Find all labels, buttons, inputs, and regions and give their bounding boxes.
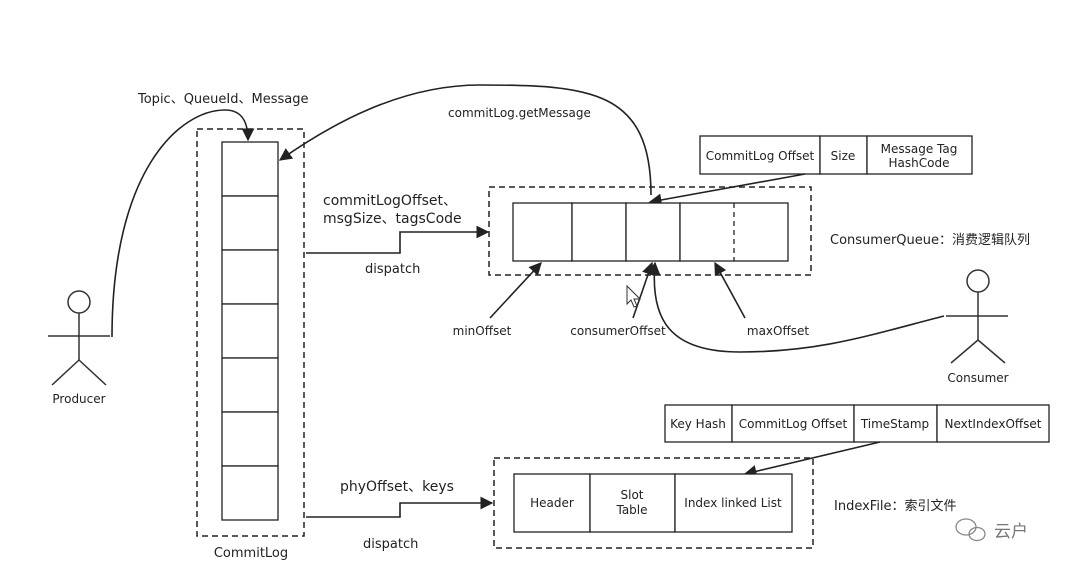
dispatch-cq-label: dispatch — [365, 262, 420, 277]
commitlog-dashed-box — [196, 128, 305, 537]
indexfile-dashed-box — [493, 457, 814, 549]
dispatch-cq-line2: msgSize、tagsCode — [323, 211, 462, 227]
index-entry-field3: TimeStamp — [860, 417, 929, 431]
dispatch-index-dispatch: dispatch — [363, 537, 418, 552]
producer-to-commitlog-arrow — [111, 109, 255, 338]
indexfile-slot-line2: Table — [615, 503, 647, 517]
producer-label: Producer — [52, 392, 105, 406]
index-entry-field4: NextIndexOffset — [944, 417, 1041, 431]
wechat-icon — [955, 518, 986, 542]
commitlog-label: CommitLog — [214, 546, 288, 561]
index-entry-field2: CommitLog Offset — [739, 417, 848, 431]
index-entry-format — [664, 404, 1050, 443]
commitlog-stack — [221, 141, 279, 521]
min-offset-arrow — [489, 262, 542, 319]
watermark-text: 云户 — [994, 522, 1028, 542]
min-offset-label: minOffset — [453, 324, 512, 338]
cq-entry-field3-line2: HashCode — [889, 156, 950, 170]
dispatch-index-label: phyOffset、keys — [340, 479, 454, 495]
get-message-label: commitLog.getMessage — [448, 106, 591, 120]
indexfile-label: IndexFile：索引文件 — [834, 499, 957, 514]
consumer-label: Consumer — [947, 371, 1008, 385]
consumer-figure — [946, 269, 1008, 364]
max-offset-arrow — [714, 261, 746, 319]
cq-entry-field2: Size — [831, 149, 856, 163]
dispatch-indexfile-arrow — [306, 496, 494, 518]
dispatch-cq-line1: commitLogOffset、 — [323, 193, 457, 209]
indexfile-cells — [513, 473, 793, 533]
consumer-offset-label: consumerOffset — [570, 324, 666, 338]
indexfile-linked-list: Index linked List — [684, 496, 782, 510]
consumer-pull-arrow — [647, 261, 945, 353]
cq-entry-field3-line1: Message Tag — [881, 142, 958, 156]
indexfile-slot-line1: Slot — [621, 488, 644, 502]
cq-entry-format — [699, 135, 973, 175]
consumequeue-label: ConsumerQueue：消费逻辑队列 — [830, 233, 1030, 248]
index-entry-field1: Key Hash — [670, 417, 726, 431]
consumer-offset-arrow — [632, 261, 655, 319]
index-entry-arrow — [743, 441, 881, 478]
producer-flow-label: Topic、QueueId、Message — [137, 92, 308, 107]
max-offset-label: maxOffset — [747, 324, 809, 338]
cq-entry-field1: CommitLog Offset — [706, 149, 815, 163]
dispatch-consumequeue-arrow — [306, 225, 490, 254]
producer-figure — [48, 290, 110, 386]
mouse-cursor-icon — [626, 284, 642, 308]
consumequeue-cells — [512, 202, 789, 262]
get-message-arrow — [278, 84, 652, 196]
indexfile-header: Header — [530, 496, 574, 510]
cq-entry-arrow — [648, 173, 806, 207]
